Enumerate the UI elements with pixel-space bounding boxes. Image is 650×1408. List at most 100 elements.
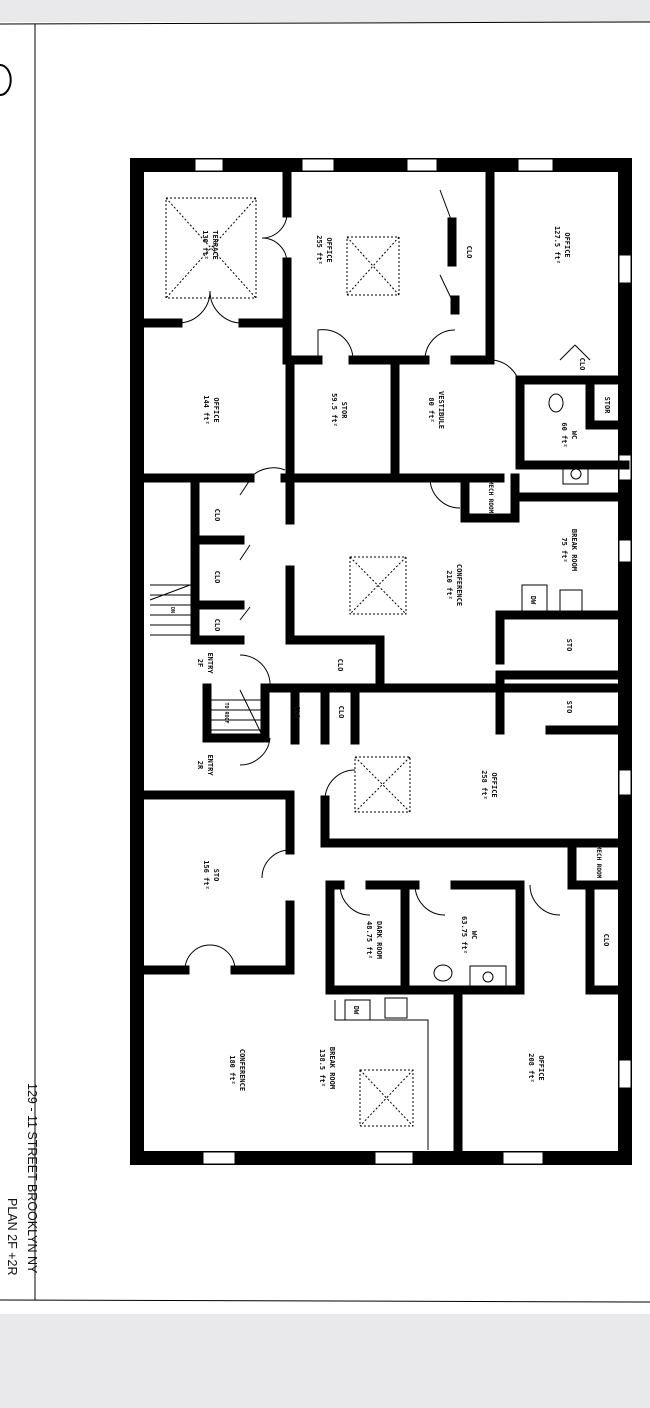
room-label-text: WC: [470, 931, 478, 939]
room-label-text: 138.5 ft²: [318, 1049, 326, 1087]
room-label-text: OFFICE: [490, 772, 498, 797]
toilet-icon: [548, 393, 564, 413]
toilet-icon: [433, 964, 453, 982]
room-sto: STO: [565, 701, 573, 714]
room-label-text: STO: [565, 701, 573, 714]
windows: [194, 158, 632, 1165]
room-label-text: CLO: [578, 358, 586, 371]
room-closet: CLO: [602, 934, 610, 947]
fixtures: [334, 393, 589, 1150]
room-label-text: MECH ROOM: [595, 846, 602, 879]
door-swings: [177, 189, 591, 971]
room-closet: CLO: [213, 571, 221, 584]
room-label-text: TO ROOF: [223, 702, 229, 723]
room-label-text: 80 ft²: [427, 397, 435, 422]
room-label-text: CLO: [213, 571, 221, 584]
room-label-text: STOR: [603, 397, 611, 415]
room-stor: STOR: [603, 397, 611, 415]
title-address: 129 - 11 STREET BROOKLYN NY: [25, 1083, 39, 1274]
room-label-text: CLO: [602, 934, 610, 947]
skylights: [165, 197, 414, 1127]
room-label-text: OFFICE: [563, 232, 571, 257]
room-label-text: 2F: [196, 659, 204, 667]
room-label-text: VESTIBULE: [437, 391, 445, 429]
dishwasher-icon: [521, 584, 548, 616]
room-label-text: 60 ft²: [560, 422, 568, 447]
stairs: [149, 584, 265, 736]
room-label-text: BREAK ROOM: [570, 529, 578, 571]
room-label-text: 210 ft²: [445, 570, 453, 600]
plan-sheet: [0, 22, 650, 1314]
room-label-text: STO: [212, 869, 220, 882]
room-label-text: 208 ft²: [527, 1053, 535, 1083]
room-label-text: TERRACE: [211, 230, 219, 260]
room-closet: CLO: [337, 706, 345, 719]
room-label-text: MECH ROOM: [487, 481, 494, 514]
room-label-text: STOR: [340, 402, 348, 420]
room-closet: CLO: [336, 659, 344, 672]
title-plan: PLAN 2F +2R: [5, 1198, 19, 1275]
room-mech: MECH ROOM: [487, 481, 494, 514]
dishwasher-label: DW: [352, 1006, 360, 1015]
svg-text:129 - 11 STREET BROOKLYN NY: 129 - 11 STREET BROOKLYN NY: [25, 1083, 39, 1274]
room-label-text: DARK ROOM: [375, 921, 383, 959]
sheet-border-bottom: [0, 1299, 650, 1303]
room-label-text: 59.5 ft²: [330, 393, 338, 427]
sink-icon: [384, 997, 408, 1019]
room-closet: CLO: [293, 706, 301, 719]
room-label-text: DN: [169, 607, 175, 613]
room-label-text: DW: [529, 596, 537, 605]
room-label-text: 258 ft²: [480, 770, 488, 800]
dishwasher-label: DW: [529, 596, 537, 605]
room-label-text: OFFICE: [212, 397, 220, 422]
stairs-down-label: DN: [169, 607, 175, 613]
room-label-text: 127.5 ft²: [553, 226, 561, 264]
sheet-border-top: [0, 21, 650, 25]
room-label-text: CLO: [293, 706, 301, 719]
room-label-text: CLO: [213, 619, 221, 632]
interior-walls: [132, 160, 630, 1163]
room-label-text: ENTRY: [206, 652, 214, 674]
room-label-text: 144 ft²: [202, 395, 210, 425]
sink-icon: [469, 965, 507, 991]
room-closet: CLO: [213, 509, 221, 522]
room-closet: CLO: [578, 358, 586, 371]
room-label-text: 156 ft²: [202, 860, 210, 890]
room-label-text: ENTRY: [206, 754, 214, 776]
room-closet: CLO: [213, 619, 221, 632]
sink-icon: [559, 589, 583, 613]
room-label-text: CLO: [337, 706, 345, 719]
room-mech: MECH ROOM: [595, 846, 602, 879]
room-label-text: 63.75 ft²: [460, 916, 468, 954]
room-label-text: OFFICE: [537, 1055, 545, 1080]
room-label-text: BREAK ROOM: [328, 1047, 336, 1089]
room-label-text: 2R: [196, 761, 204, 770]
room-label-text: CLO: [213, 509, 221, 522]
room-sto: STO: [565, 639, 573, 652]
room-label-text: WC: [570, 431, 578, 439]
room-label-text: 48.75 ft²: [365, 921, 373, 959]
room-label-text: 180 ft²: [228, 1055, 236, 1085]
to-roof-label: TO ROOF: [223, 702, 229, 723]
room-closet: CLO: [465, 246, 473, 259]
room-label-text: 130 ft²: [201, 230, 209, 260]
sheet-edge-mark: [0, 64, 12, 96]
